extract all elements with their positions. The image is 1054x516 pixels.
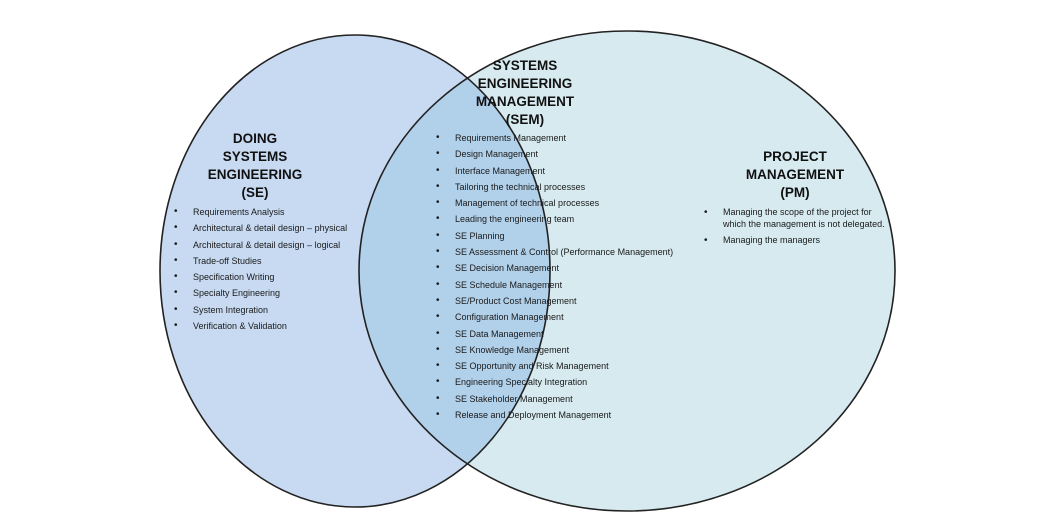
sem-list-item: Release and Deployment Management (436, 407, 673, 424)
se-list-item: Specialty Engineering (174, 285, 347, 302)
sem-activity-list: Requirements Management Design Managemen… (436, 130, 673, 424)
se-list-item: Architectural & detail design – physical (174, 220, 347, 237)
se-activity-list: Requirements Analysis Architectural & de… (174, 204, 347, 335)
sem-list-item: SE Assessment & Control (Performance Man… (436, 244, 673, 261)
sem-list-item: SE Stakeholder Management (436, 391, 673, 408)
sem-list-item: SE Schedule Management (436, 277, 673, 294)
sem-list-item: Tailoring the technical processes (436, 179, 673, 196)
sem-title-line: SYSTEMS (492, 58, 558, 73)
sem-title-line: ENGINEERING (477, 76, 573, 91)
se-list-item: Trade-off Studies (174, 253, 347, 270)
sem-list-item: SE Opportunity and Risk Management (436, 358, 673, 375)
sem-title-line: (SEM) (505, 112, 545, 127)
pm-list-item: Managing the scope of the project for wh… (704, 207, 890, 230)
se-title-line: ENGINEERING (207, 167, 303, 182)
sem-title: SYSTEMS ENGINEERING MANAGEMENT (SEM) (455, 57, 595, 129)
pm-list-item: Managing the managers (704, 235, 890, 247)
sem-list-item: Configuration Management (436, 309, 673, 326)
se-title: DOING SYSTEMS ENGINEERING (SE) (200, 130, 310, 202)
sem-list-item: SE/Product Cost Management (436, 293, 673, 310)
sem-list-item: Requirements Management (436, 130, 673, 147)
sem-list-item: SE Knowledge Management (436, 342, 673, 359)
sem-list-item: Leading the engineering team (436, 211, 673, 228)
se-list-item: Architectural & detail design – logical (174, 237, 347, 254)
sem-list-item: Management of technical processes (436, 195, 673, 212)
pm-title-line: MANAGEMENT (745, 167, 845, 182)
se-list-item: System Integration (174, 302, 347, 319)
se-title-line: DOING (232, 131, 278, 146)
sem-list-item: Interface Management (436, 163, 673, 180)
sem-list-item: SE Decision Management (436, 260, 673, 277)
se-list-item: Verification & Validation (174, 318, 347, 335)
pm-activity-list: Managing the scope of the project for wh… (704, 207, 890, 252)
se-list-item: Specification Writing (174, 269, 347, 286)
sem-list-item: SE Data Management (436, 326, 673, 343)
pm-title-line: (PM) (780, 185, 810, 200)
sem-list-item: SE Planning (436, 228, 673, 245)
se-title-line: SYSTEMS (222, 149, 288, 164)
sem-list-item: Design Management (436, 146, 673, 163)
se-list-item: Requirements Analysis (174, 204, 347, 221)
pm-title-line: PROJECT (763, 149, 827, 164)
sem-title-line: MANAGEMENT (475, 94, 575, 109)
sem-list-item: Engineering Specialty Integration (436, 374, 673, 391)
pm-circle-outline (358, 30, 896, 512)
pm-title: PROJECT MANAGEMENT (PM) (735, 148, 855, 202)
se-title-line: (SE) (241, 185, 269, 200)
